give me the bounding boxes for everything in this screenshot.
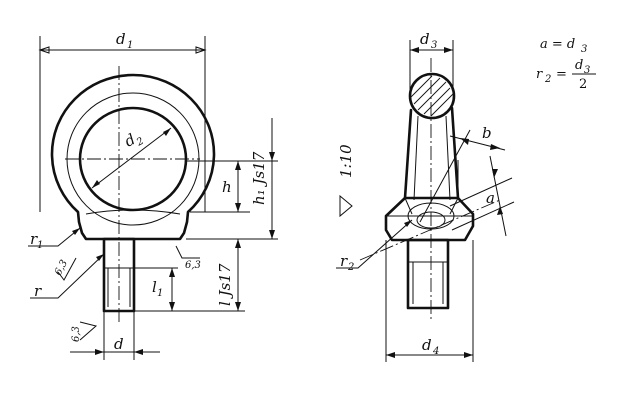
d-label: d [114,335,124,353]
taper-label: 1:10 [337,144,355,178]
collar-chamfer-left [404,197,413,215]
front-view [28,36,278,360]
a-label: a [486,189,495,207]
h1-js17-label: h₁ Js17 [250,151,268,205]
r1-leader [28,227,81,247]
r1-label: r [30,230,38,248]
h1-arrow-top [269,152,275,161]
eye-hatching [410,75,454,117]
ring-side-right [450,106,460,200]
r2-leader [336,219,413,269]
a-arrow-top [492,169,498,178]
formula-r2-subscript: 2 [544,74,551,85]
ring-side-inner-left [413,115,419,201]
taper-triangle-symbol [339,194,353,218]
r-label: r [34,282,42,300]
d2-arrow-lower [92,180,100,188]
r1-arrow [72,228,80,235]
d3-label: d [420,30,430,48]
d3-arrow-left [410,47,419,53]
l-arrow-bottom [235,302,241,311]
roughness-symbol-left [57,257,77,281]
formula-r2-equals: = [556,67,567,82]
a-extension-top [449,177,513,207]
r2-label: r [340,252,348,270]
l1-subscript: 1 [157,288,163,299]
r-arrow [96,254,104,261]
side-ball-axis [359,199,501,261]
formula-a-equals-d3: a = d [540,37,575,52]
roughness-symbol-right [175,245,200,259]
formula-r2-numerator: d [575,58,583,73]
d4-label: d [422,336,432,354]
formula-r2-lhs: r [536,67,543,82]
d2-subscript: 2 [134,136,146,149]
roughness-symbol-bottom [79,321,98,341]
r-leader [30,253,105,299]
d3-subscript: 3 [431,40,437,51]
roughness-right-label: 6,3 [185,260,201,271]
ring-outer-contour [50,73,216,241]
d2-arrow-upper [163,128,171,136]
d4-subscript: 4 [432,346,439,357]
l-arrow-top [235,239,241,248]
h-arrow-top [235,161,241,170]
formula-block: a = d 3 r 2 = d 3 2 [536,37,596,92]
h-label: h [222,178,232,196]
ring-side-left [403,108,413,200]
collar-chamfer-right [449,197,459,215]
b-arrow-left [460,138,469,145]
d-arrow-left [95,349,104,355]
formula-r2-denominator: 2 [579,77,587,92]
l-js17-label: l Js17 [216,263,234,306]
ring-side-inner-right [445,115,451,201]
collar-contour [384,196,475,242]
b-arrow-right [490,144,500,150]
l1-label: l [152,278,157,296]
b-label: b [482,124,492,142]
d4-arrow-right [464,352,473,358]
r1-subscript: 1 [37,240,43,251]
d1-arrow-left [38,46,50,54]
a-extension-bottom [451,201,515,231]
r2-arrow [404,220,412,227]
formula-a-subscript: 3 [581,44,587,55]
d1-subscript: 1 [127,40,133,51]
a-arrow-bottom [497,206,503,215]
l1-arrow-bottom [169,302,175,311]
r2-subscript: 2 [347,262,354,273]
h-arrow-bottom [235,203,241,212]
d1-label: d [116,30,126,48]
eye-cross-section [408,72,456,120]
d3-arrow-right [444,47,453,53]
ball-leader [419,129,471,223]
formula-r2-numerator-subscript: 3 [584,65,590,76]
d-arrow-right [134,349,143,355]
side-view [336,40,515,362]
collar-line [85,209,181,215]
l1-arrow-top [169,268,175,277]
d1-arrow-right [195,46,207,54]
h1-arrow-bottom [269,230,275,239]
roughness-bottom-label: 6,3 [71,326,82,342]
d2-dimension-line [91,127,172,189]
side-shank [406,238,450,310]
d4-arrow-left [386,352,395,358]
